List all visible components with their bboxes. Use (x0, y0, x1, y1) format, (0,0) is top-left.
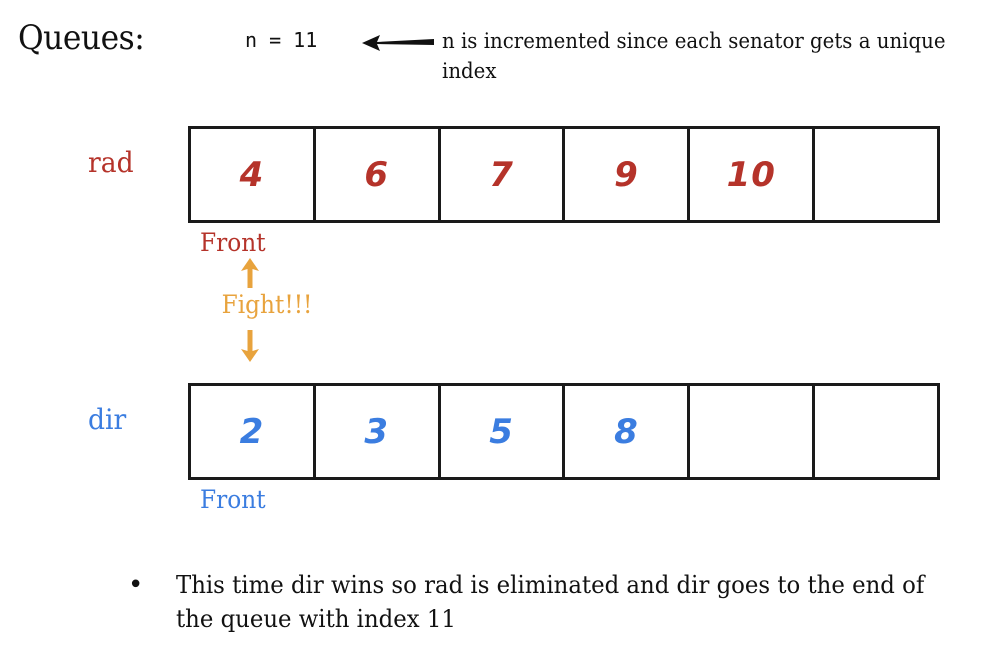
bullet-text: This time dir wins so rad is eliminated … (176, 571, 925, 633)
queue-rad-label: rad (88, 146, 134, 179)
queue-dir-cell-2[interactable]: 5 (441, 386, 566, 477)
page-title: Queues: (18, 18, 145, 58)
queue-rad-cell-2[interactable]: 7 (441, 129, 566, 220)
queue-rad-table: 4 6 7 9 10 (188, 126, 940, 223)
arrow-down-icon (238, 330, 262, 362)
queue-dir-cell-3[interactable]: 8 (565, 386, 691, 477)
queue-dir-table: 2 3 5 8 (188, 383, 940, 480)
header-row: Queues: n = 11 n is incremented since ea… (0, 0, 1000, 108)
left-arrow-icon (360, 33, 436, 53)
queue-dir-label: dir (88, 403, 127, 436)
queue-rad-cell-5[interactable] (815, 129, 937, 220)
arrow-up-icon (238, 258, 262, 288)
fight-group: Fight!!! (188, 258, 388, 373)
queue-rad-front-label: Front (200, 228, 266, 257)
queue-rad-cell-0[interactable]: 4 (191, 129, 316, 220)
queue-rad-cell-3[interactable]: 9 (565, 129, 691, 220)
list-item: • This time dir wins so rad is eliminate… (128, 568, 988, 636)
queue-dir-cell-1[interactable]: 3 (316, 386, 441, 477)
queue-dir-front-label: Front (200, 485, 266, 514)
n-counter-value: n = 11 (245, 28, 318, 52)
bullet-marker-icon: • (128, 570, 144, 600)
queue-dir-cell-5[interactable] (815, 386, 937, 477)
queue-rad-cell-4[interactable]: 10 (690, 129, 816, 220)
fight-label: Fight!!! (221, 290, 313, 319)
header-annotation-text: n is incremented since each senator gets… (442, 29, 946, 83)
queue-rad-cell-1[interactable]: 6 (316, 129, 441, 220)
queue-dir-cell-0[interactable]: 2 (191, 386, 316, 477)
queue-dir-cell-4[interactable] (690, 386, 816, 477)
